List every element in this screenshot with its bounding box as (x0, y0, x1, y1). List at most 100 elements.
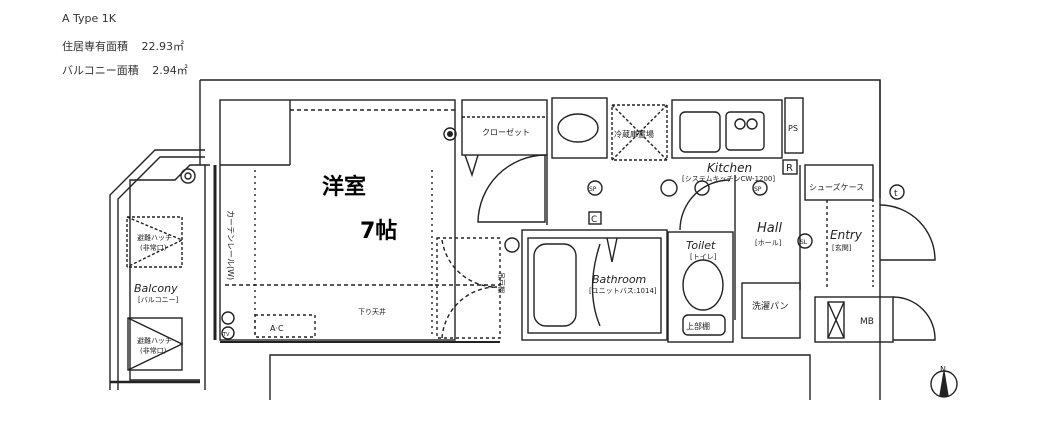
washer-pan-label: 洗濯パン (752, 300, 788, 312)
bath-door-swing (441, 239, 498, 339)
evac-hatch-1-mark (126, 216, 184, 268)
living-area-row: 住居専有面積 22.93㎡ (62, 38, 194, 54)
hall-sub: [ホール] (755, 239, 782, 247)
kitchen-sink (679, 111, 721, 153)
bathroom-label: Bathroom (592, 273, 646, 286)
sp-label-1: SP (589, 186, 597, 193)
toilet-label: Toilet (686, 239, 716, 252)
burner-2 (746, 118, 758, 130)
drain-icon (180, 168, 196, 184)
ac-label: A·C (270, 324, 284, 333)
closet-label: クローゼット (482, 127, 530, 137)
western-room-walls (219, 99, 456, 341)
kitchen-label: Kitchen (707, 161, 752, 175)
mb-label: MB (860, 317, 874, 327)
evac-hatch-2-mark (127, 317, 184, 371)
bath-curve (591, 243, 601, 327)
western-room-label: 洋室 (322, 174, 366, 200)
compass-needle (939, 371, 949, 397)
mb-cross (827, 301, 845, 339)
kitchen-stove (725, 111, 765, 151)
toilet-bowl (682, 259, 724, 311)
kitchen-counter (671, 99, 783, 159)
tv-outlet-icon (221, 326, 235, 340)
toilet-sub: [トイレ] (690, 253, 717, 261)
bathroom-sub: [ユニットバス:1014] (589, 287, 657, 295)
compass-icon (930, 370, 958, 398)
bathroom-inner (527, 237, 662, 334)
fridge-space-box (611, 104, 668, 161)
r-box (782, 159, 798, 175)
sp-icon-1 (587, 180, 603, 196)
sp-label-2: SP (754, 186, 762, 193)
basin (557, 113, 599, 143)
evac-hatch-1-sub: (非常口) (140, 243, 167, 252)
balcony-label: Balcony (134, 282, 178, 295)
balcony-area-row: バルコニー面積 2.94㎡ (62, 62, 198, 78)
closet-door-mark (464, 154, 479, 178)
shoe-case-label: シューズケース (809, 182, 864, 192)
hall-label: Hall (757, 221, 782, 236)
ps-box (784, 97, 804, 154)
c-box (588, 211, 602, 225)
entry-sub: [玄関] (832, 243, 852, 252)
ac-box (254, 314, 316, 338)
basin-box (551, 97, 608, 159)
light-icon (660, 179, 678, 197)
light-icon-2 (694, 180, 710, 196)
entry-label: Entry (830, 228, 863, 242)
evac-hatch-1-label: 避難ハッチ (137, 233, 172, 242)
upper-shelf-box (682, 314, 726, 336)
t-icon (889, 184, 905, 200)
western-room-size: 7帖 (360, 219, 397, 244)
kitchen-door-swing (679, 179, 731, 231)
lower-wall (269, 354, 811, 400)
kitchen-sub: [システムキッチンCW-1200] (682, 175, 775, 183)
mb-meter (827, 301, 845, 339)
vent-icon (504, 237, 520, 253)
evac-hatch-1-box (126, 216, 183, 268)
upper-shelf-label: 上部棚 (686, 321, 710, 331)
evac-hatch-2-sub: (非常口) (140, 346, 167, 355)
balcony-inner (129, 164, 210, 381)
entry-door-swing (879, 204, 936, 261)
lowered-ceiling-label: 下り天井 (358, 307, 386, 316)
c-label: C (591, 215, 597, 225)
balcony-rail (117, 156, 205, 390)
sp-icon-2 (752, 180, 768, 196)
living-area-value: 22.93㎡ (141, 40, 185, 53)
balcony-area-label: バルコニー面積 (62, 64, 139, 77)
bathroom-outline (521, 229, 668, 341)
evac-hatch-2-label: 避難ハッチ (137, 336, 172, 345)
balcony-area-value: 2.94㎡ (152, 64, 188, 77)
mb-box (814, 296, 894, 343)
room-door-swing (477, 154, 546, 223)
north-label: N (940, 365, 946, 374)
r-label: R (786, 163, 793, 174)
floor-type-label: A Type 1K (62, 12, 116, 25)
closet-box (461, 99, 548, 156)
balcony-sub: [バルコニー] (138, 296, 179, 304)
living-area-label: 住居専有面積 (62, 40, 128, 53)
sl-icon (797, 233, 813, 249)
outlet-dot (447, 131, 453, 137)
washer-pan-box (741, 282, 801, 339)
mb-door-swing (892, 296, 936, 341)
ps-label: PS (788, 124, 798, 133)
sl-label: SL (800, 239, 808, 246)
hanging-cupboard-label: 吊戸棚 (497, 272, 506, 293)
curtain-rail-label: カーテンレール(W) (226, 210, 235, 280)
fridge-cross (611, 104, 668, 161)
shoe-case-box (804, 164, 874, 201)
toilet-room (667, 231, 734, 343)
outlet-icon (443, 127, 457, 141)
t-label: t (894, 189, 898, 199)
phone-outlet-icon (221, 311, 235, 325)
tv-label: TV (222, 332, 230, 338)
hanging-cupboard-area (436, 237, 501, 339)
balcony-outline (109, 149, 205, 390)
bathtub (533, 243, 577, 327)
burner-1 (734, 118, 746, 130)
fridge-label: 冷蔵庫置場 (614, 129, 654, 139)
